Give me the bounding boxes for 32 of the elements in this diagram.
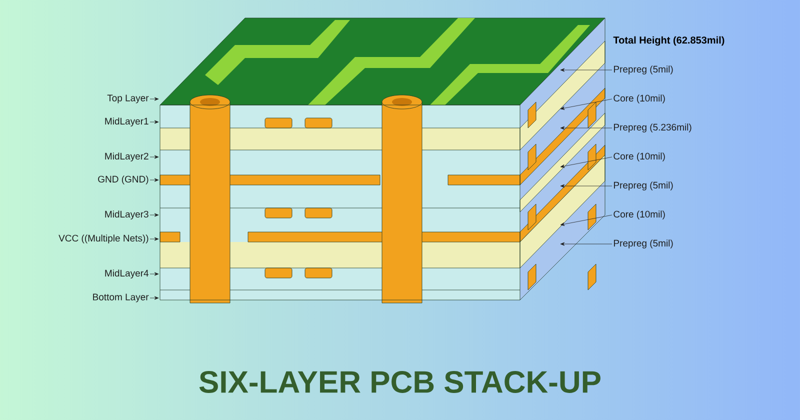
layer-label: Core (10mil) [614, 94, 665, 104]
leader-line [560, 126, 612, 130]
leader-line [150, 97, 159, 101]
layer-label: GND (GND) [98, 176, 148, 184]
leader-line [150, 237, 159, 241]
layer-label: Core (10mil) [614, 152, 665, 162]
layer-label: MidLayer4 [105, 270, 149, 278]
leader-line [150, 296, 159, 300]
leader-line [560, 214, 612, 226]
leader-line [150, 272, 159, 276]
layer-label: MidLayer1 [105, 118, 148, 126]
leader-line [150, 213, 159, 217]
leader-line [560, 184, 612, 188]
leader-line [560, 242, 612, 246]
layer-label: MidLayer3 [105, 210, 148, 220]
leader-line [560, 156, 612, 168]
title: SIX-LAYER PCB STACK-UP [199, 371, 600, 393]
layer-label: MidLayer2 [105, 152, 148, 162]
layer-label: Core (10mil) [614, 210, 665, 220]
layer-label: Prepreg (5mil) [614, 66, 673, 74]
leader-line [150, 155, 159, 159]
layer-label: Prepreg (5.236mil) [614, 124, 692, 132]
leader-line [150, 178, 159, 182]
layer-label: VCC ((Multiple Nets)) [58, 234, 148, 244]
leader-line [150, 120, 159, 124]
layer-label: Bottom Layer [93, 294, 149, 302]
leader-line [560, 68, 612, 72]
layer-label: Prepreg (5mil) [614, 182, 673, 190]
layer-label: Prepreg (5mil) [614, 240, 673, 248]
total-height-label: Total Height (62.853mil) [613, 36, 724, 46]
leader-line [560, 98, 612, 110]
layer-label: Top Layer [107, 94, 149, 104]
